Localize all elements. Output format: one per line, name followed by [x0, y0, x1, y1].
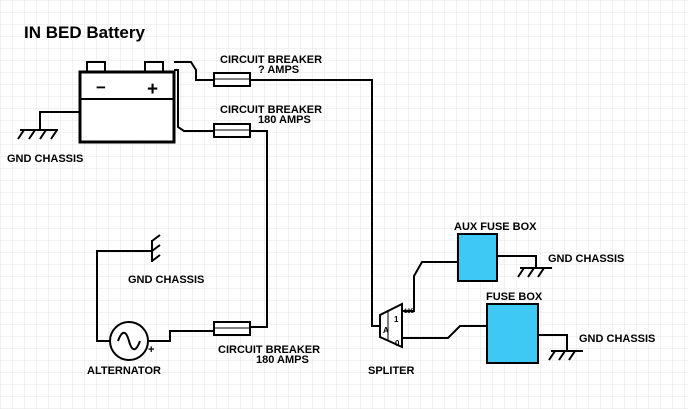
gnd-chassis-fuse-label: GND CHASSIS [579, 333, 655, 345]
breaker-3-rating: 180 AMPS [256, 354, 309, 366]
splitter-mark-top: 135 [404, 309, 415, 315]
aux-fuse-box-label: AUX FUSE BOX [454, 221, 537, 233]
fuse-box-label: FUSE BOX [486, 291, 543, 303]
battery-ground-symbol [17, 111, 80, 140]
splitter-label: SPLITER [368, 365, 415, 377]
wires [96, 61, 568, 351]
alternator-plus-label: + [148, 344, 154, 356]
fuse-box[interactable] [486, 303, 539, 364]
fuse-box-ground-symbol [548, 350, 583, 361]
aux-fuse-box[interactable] [457, 233, 498, 282]
splitter-mark-a: A [383, 326, 389, 335]
breaker-2-rating: 180 AMPS [258, 114, 311, 126]
breaker-1-title: CIRCUIT BREAKER [220, 54, 322, 66]
splitter[interactable] [379, 302, 403, 349]
battery-minus-label: − [96, 78, 106, 97]
splitter-mark-one: 1 [394, 315, 399, 324]
breaker-2-title: CIRCUIT BREAKER [220, 104, 322, 116]
splitter-mark-zero: 0 [395, 339, 400, 348]
gnd-chassis-aux-label: GND CHASSIS [548, 253, 624, 265]
breaker-1-rating: ? AMPS [258, 64, 299, 76]
alternator-label: ALTERNATOR [87, 365, 161, 377]
aux-ground-symbol [517, 267, 552, 278]
gnd-chassis-battery-label: GND CHASSIS [7, 153, 83, 165]
gnd-chassis-alternator-label: GND CHASSIS [128, 274, 204, 286]
alternator-ground-symbol [151, 234, 161, 262]
battery[interactable]: − + [78, 61, 176, 144]
diagram-title: IN BED Battery [24, 23, 145, 42]
alternator[interactable] [109, 321, 149, 361]
battery-plus-label: + [147, 79, 158, 100]
breaker-3-title: CIRCUIT BREAKER [218, 344, 320, 356]
